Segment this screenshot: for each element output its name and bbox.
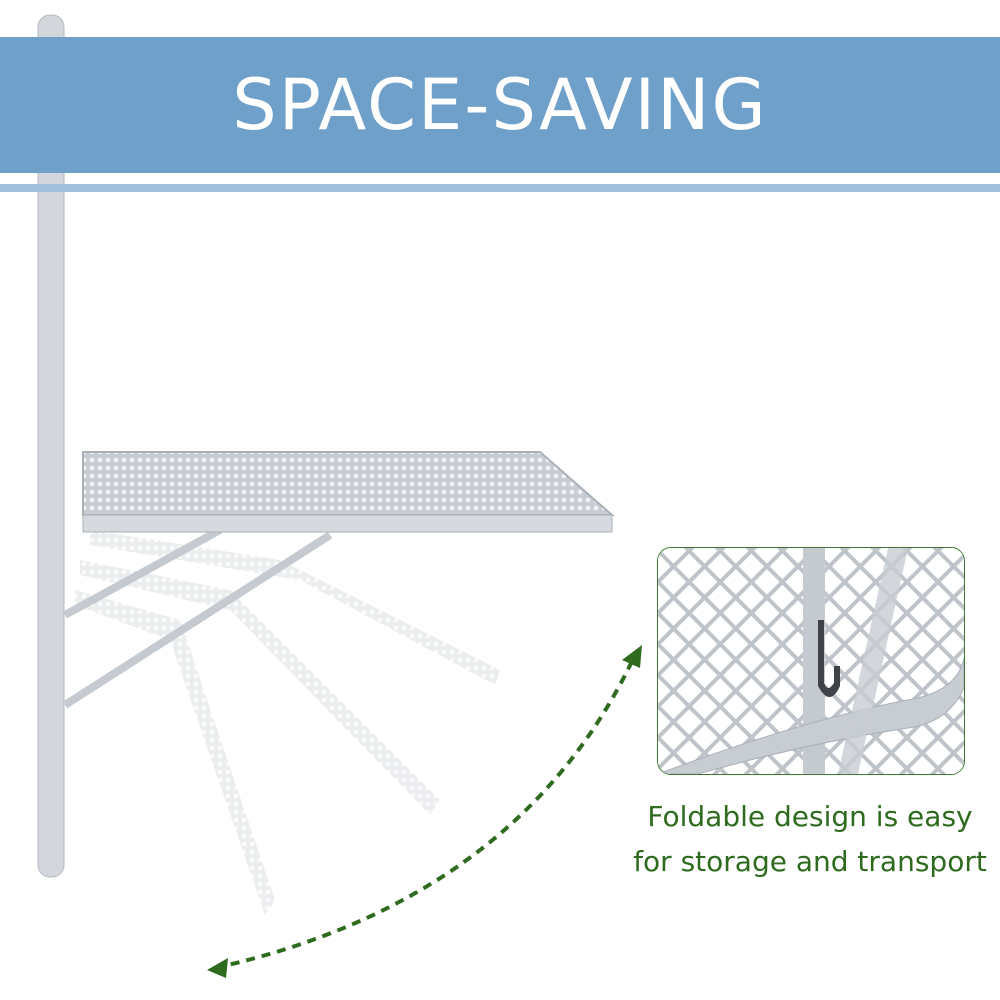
caption-line-2: for storage and transport: [633, 845, 987, 878]
detail-inset: [657, 547, 965, 775]
caption-line-1: Foldable design is easy: [647, 800, 973, 833]
hook-icon: [818, 620, 840, 697]
banner-stripe: [0, 184, 1000, 192]
folding-table-ghosts: [75, 530, 500, 915]
banner-title: SPACE-SAVING: [232, 64, 768, 146]
banner: SPACE-SAVING: [0, 37, 1000, 173]
fold-arrow-icon: [214, 654, 637, 970]
table-top: [82, 451, 615, 516]
wall-pole: [37, 14, 65, 878]
